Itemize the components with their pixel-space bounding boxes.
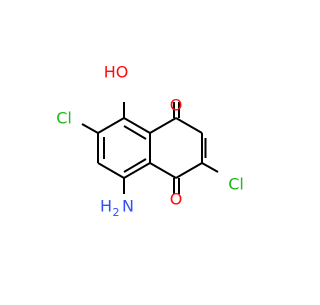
chlorine-right: Cl: [228, 175, 244, 194]
bond: [149, 162, 177, 179]
bond: [123, 117, 151, 134]
bond: [97, 117, 125, 134]
bond: [149, 117, 177, 134]
bond: [97, 162, 125, 179]
chlorine-left: Cl: [56, 109, 72, 128]
bond-lines: [81, 102, 219, 194]
bond: [81, 123, 99, 134]
carbonyl-oxygen-bottom: O: [170, 190, 183, 209]
bond: [123, 158, 147, 173]
amino-hydrogen: H: [100, 197, 112, 216]
hydroxyl-label: HO: [104, 63, 129, 82]
bond: [123, 125, 147, 140]
molecule-diagram: O O HO Cl Cl H 2 N: [56, 63, 244, 220]
amino-subscript: 2: [113, 206, 120, 219]
structure-drawing: O O HO Cl Cl H 2 N: [56, 63, 244, 220]
bond: [175, 162, 203, 179]
bond: [123, 162, 151, 179]
carbonyl-oxygen-top: O: [170, 96, 183, 115]
amino-group-label: H 2 N: [100, 197, 134, 220]
amino-nitrogen: N: [122, 197, 134, 216]
bond: [175, 117, 203, 134]
bond: [201, 162, 219, 173]
